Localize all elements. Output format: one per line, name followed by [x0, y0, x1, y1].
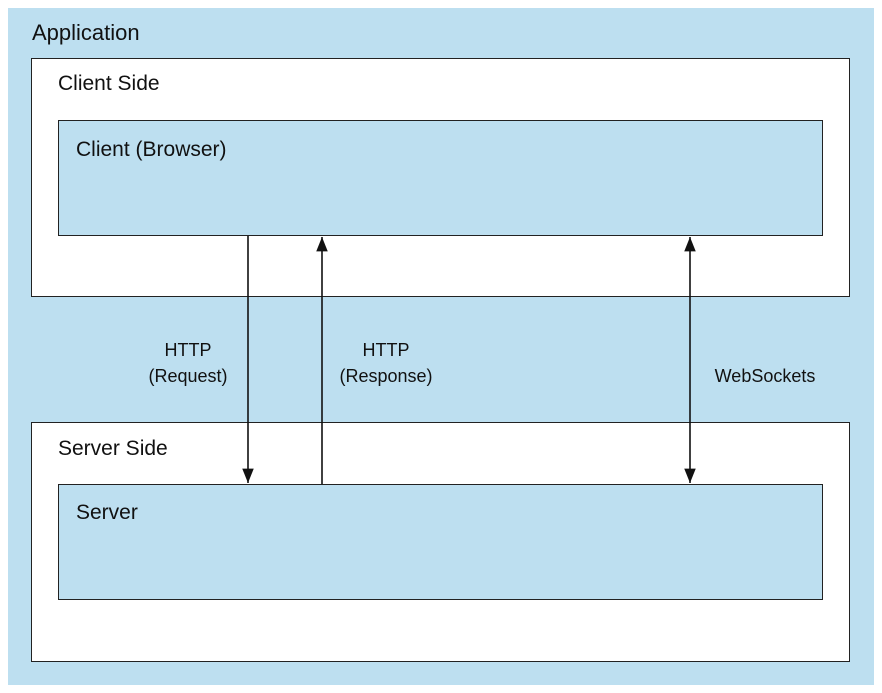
- http-request-label: HTTP (Request): [140, 337, 236, 389]
- server-label: Server: [76, 501, 138, 524]
- client-browser-label: Client (Browser): [76, 138, 227, 161]
- server-side-title: Server Side: [58, 437, 168, 460]
- client-side-title: Client Side: [58, 72, 160, 95]
- http-response-label-line1: HTTP: [362, 340, 410, 360]
- http-request-label-line2: (Request): [148, 366, 228, 386]
- client-browser-box: [58, 120, 823, 236]
- server-box: [58, 484, 823, 600]
- application-title: Application: [32, 20, 140, 45]
- http-response-label: HTTP (Response): [328, 337, 444, 389]
- http-response-label-line2: (Response): [339, 366, 433, 386]
- http-request-label-line1: HTTP: [164, 340, 212, 360]
- websockets-label: WebSockets: [714, 366, 816, 386]
